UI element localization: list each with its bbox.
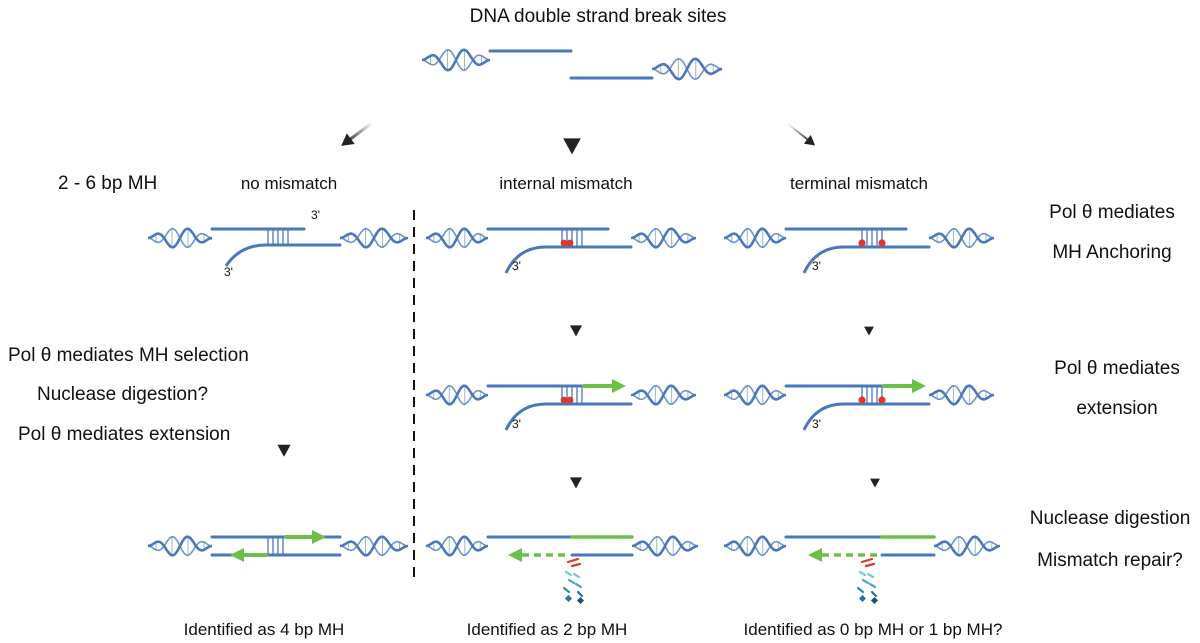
terminal-mismatch-heading: terminal mismatch [790,174,928,193]
dna-strand-bottom [504,402,547,431]
extension-arrow-head [808,548,822,562]
flow-arrow-to-extension [864,302,874,336]
dna-helix-left [147,535,213,557]
microhomology-base-pairs [267,228,289,246]
dna-helix-left [147,227,213,249]
three-prime-marker: 3' [512,259,521,273]
dna-helix-left [723,535,787,557]
anchoring-label-line2: MH Anchoring [1052,242,1172,263]
dna-helix-right [339,535,409,557]
mh-range-label: 2 - 6 bp MH [58,173,158,194]
dna-helix-right [933,535,1001,557]
dna-helix-right [630,227,697,249]
mismatch-marker [878,239,886,247]
digested-fragments [562,557,585,605]
dna-strand-bottom [802,402,845,431]
extension-arrow-head [230,548,244,562]
flow-arrow-to-no-mismatch [341,121,373,146]
dna-strand-bottom [224,243,267,267]
dna-helix-left [723,384,787,406]
dna-helix-right [630,384,697,406]
extension-label-line1: Pol θ mediates [1054,358,1180,379]
dna-helix-left [421,48,491,72]
result-internal-mismatch: Identified as 2 bp MH [466,620,628,639]
digested-fragments [856,557,879,605]
three-prime-marker: 3' [224,265,233,279]
three-prime-marker: 3' [311,208,320,222]
dna-helix-right [631,535,699,557]
extension-label-line2: extension [1076,398,1158,419]
flow-arrow-to-terminal-mismatch [787,123,816,146]
digestion-label-line1: Nuclease digestion [1029,508,1191,529]
dna-helix-left [425,535,489,557]
digestion-label-line2: Mismatch repair? [1037,550,1183,571]
mismatch-marker [858,239,866,247]
step-nuclease-digestion: Nuclease digestion? [37,384,209,405]
dna-strand-bottom [504,245,547,274]
flow-arrow-to-extension [569,300,583,337]
dna-helix-right [928,384,995,406]
internal-mismatch-marker [560,239,574,247]
extension-arrow-head [612,379,626,393]
step-mh-selection: Pol θ mediates MH selection [8,345,249,366]
extension-arrow-head [312,530,326,544]
internal-mismatch-heading: internal mismatch [499,174,633,193]
three-prime-marker: 3' [812,259,821,273]
three-prime-marker: 3' [812,417,821,431]
flow-arrow-left-column [277,335,291,457]
dna-helix-right [651,57,723,81]
dna-helix-left [425,384,489,406]
microhomology-base-pairs [267,536,284,556]
diagram-title: DNA double strand break sites [469,6,727,27]
step-extension: Pol θ mediates extension [18,424,231,445]
extension-arrow-head [912,379,926,393]
dna-helix-left [425,227,489,249]
mismatch-marker [858,396,866,404]
dna-helix-right [339,227,409,249]
no-mismatch-heading: no mismatch [240,174,338,193]
internal-mismatch-marker [560,396,574,404]
extension-arrow-head [508,548,522,562]
dna-strand-bottom [802,245,845,274]
result-terminal-mismatch: Identified as 0 bp MH or 1 bp MH? [743,620,1003,639]
three-prime-marker: 3' [512,417,521,431]
dna-helix-left [723,227,787,249]
mismatch-marker [878,396,886,404]
dna-helix-right [928,227,995,249]
flow-arrow-to-internal-mismatch [563,116,581,155]
flow-arrow-to-digestion [870,454,880,488]
anchoring-label-line1: Pol θ mediates [1049,202,1175,223]
result-no-mismatch: Identified as 4 bp MH [183,620,345,639]
flow-arrow-to-digestion [569,452,583,489]
